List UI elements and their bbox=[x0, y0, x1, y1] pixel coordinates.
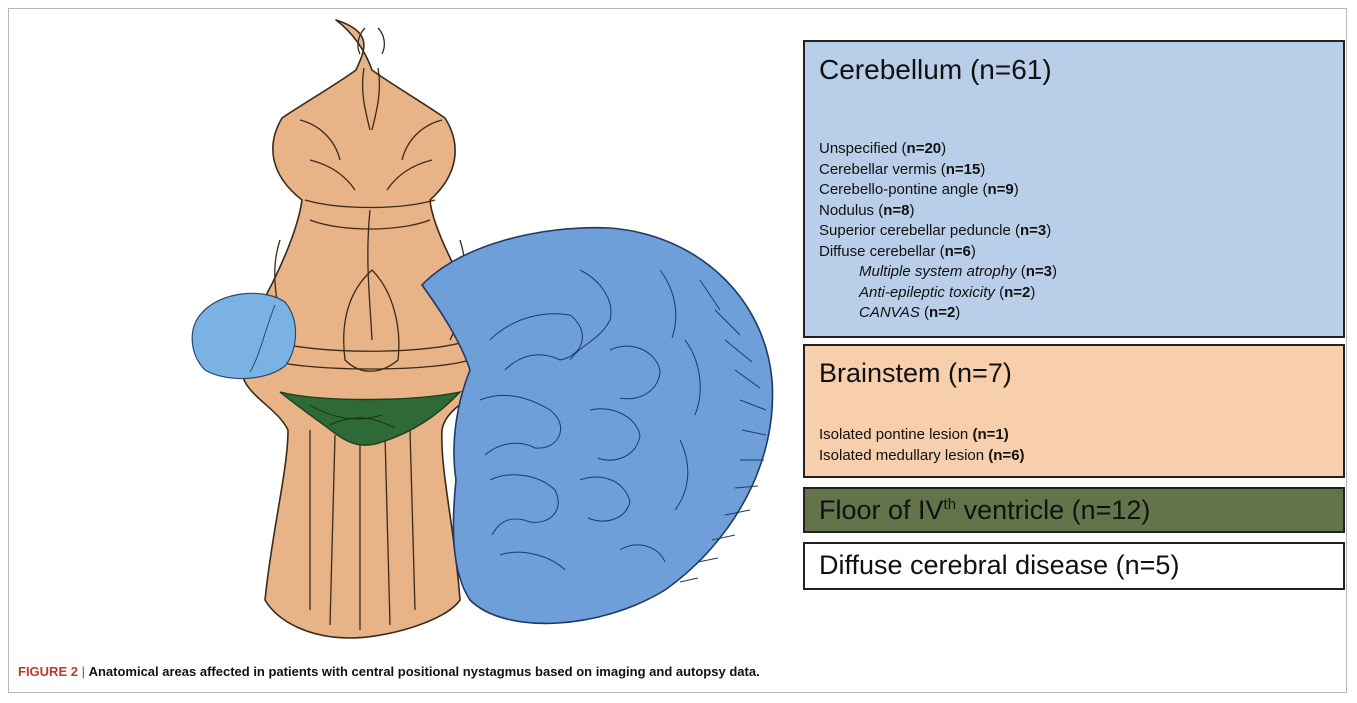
caption-text: Anatomical areas affected in patients wi… bbox=[89, 664, 756, 679]
diffuse-cerebral-box: Diffuse cerebral disease (n=5) bbox=[803, 542, 1345, 590]
fourth-ventricle-box: Floor of IVth ventricle (n=12) bbox=[803, 487, 1345, 533]
brainstem-items: Isolated pontine lesion (n=1) Isolated m… bbox=[819, 425, 1025, 466]
cerebellum-item-cp-angle: Cerebello-pontine angle (n=9) bbox=[819, 180, 1057, 201]
diffuse-cerebral-title: Diffuse cerebral disease (n=5) bbox=[819, 550, 1179, 581]
brainstem-item-medullary: Isolated medullary lesion (n=6) bbox=[819, 446, 1025, 467]
left-cerebellum-drawing bbox=[192, 293, 295, 378]
cerebellum-item-diffuse: Diffuse cerebellar (n=6) bbox=[819, 242, 1057, 263]
brainstem-item-pontine: Isolated pontine lesion (n=1) bbox=[819, 425, 1025, 446]
cerebellum-item-nodulus: Nodulus (n=8) bbox=[819, 201, 1057, 222]
cerebellum-item-vermis: Cerebellar vermis (n=15) bbox=[819, 160, 1057, 181]
brainstem-title: Brainstem (n=7) bbox=[819, 358, 1012, 389]
fourth-ventricle-title: Floor of IVth ventricle (n=12) bbox=[819, 495, 1150, 526]
cerebellum-subitem-antiepileptic: Anti-epileptic toxicity (n=2) bbox=[819, 283, 1057, 304]
cerebellum-section-drawing bbox=[422, 228, 773, 624]
cerebellum-item-peduncle: Superior cerebellar peduncle (n=3) bbox=[819, 221, 1057, 242]
cerebellum-subitem-canvas: CANVAS (n=2) bbox=[819, 303, 1057, 324]
figure-caption: FIGURE 2 | Anatomical areas affected in … bbox=[18, 664, 760, 679]
brainstem-box: Brainstem (n=7) Isolated pontine lesion … bbox=[803, 344, 1345, 478]
cerebellum-item-unspecified: Unspecified (n=20) bbox=[819, 139, 1057, 160]
cerebellum-subitem-msa: Multiple system atrophy (n=3) bbox=[819, 262, 1057, 283]
figure-label: FIGURE 2 bbox=[18, 664, 78, 679]
cerebellum-title: Cerebellum (n=61) bbox=[819, 54, 1052, 86]
brainstem-cerebellum-illustration bbox=[160, 10, 800, 640]
caption-separator: | bbox=[78, 664, 89, 679]
cerebellum-items: Unspecified (n=20) Cerebellar vermis (n=… bbox=[819, 139, 1057, 324]
cerebellum-box: Cerebellum (n=61) Unspecified (n=20) Cer… bbox=[803, 40, 1345, 338]
